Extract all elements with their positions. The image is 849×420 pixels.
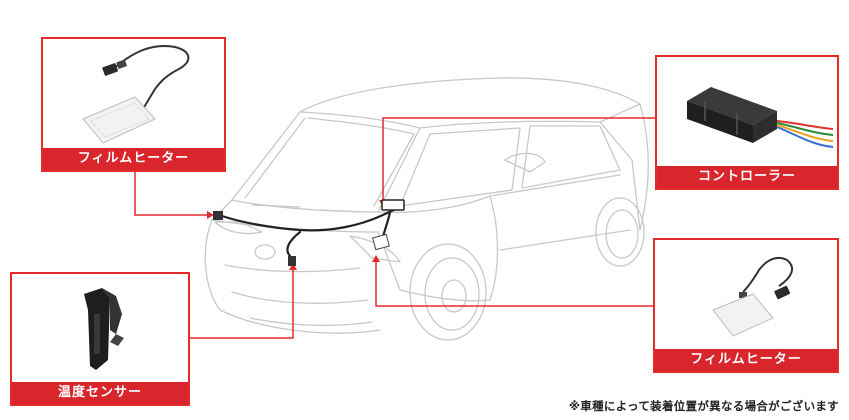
installed-sensor: [288, 256, 296, 266]
temperature-sensor-icon: [84, 288, 124, 370]
callout-film-heater-top-left: フィルムヒーター: [41, 37, 226, 172]
callout-label: フィルムヒーター: [655, 349, 837, 371]
installed-controller: [381, 199, 405, 211]
callout-controller: コントローラー: [655, 55, 839, 190]
car-outline: [204, 77, 649, 341]
connector-film-top-left: [134, 172, 207, 216]
connector-controller: [382, 117, 655, 200]
connector-sensor: [190, 270, 294, 339]
callout-temperature-sensor: 温度センサー: [10, 272, 190, 406]
controller-icon: [687, 87, 834, 148]
callout-label: フィルムヒーター: [43, 148, 224, 170]
film-heater-icon: [82, 45, 190, 144]
callout-film-heater-bottom-right: フィルムヒーター: [653, 238, 839, 373]
installation-note: ※車種によって装着位置が異なる場合がございます: [568, 399, 839, 413]
installed-film-pad: [372, 233, 390, 251]
callout-label: 温度センサー: [12, 382, 188, 404]
connector-film-bottom-right: [375, 262, 653, 307]
callout-label: コントローラー: [657, 166, 837, 188]
film-heater-icon: [712, 256, 794, 337]
installed-film-connector: [213, 211, 223, 220]
